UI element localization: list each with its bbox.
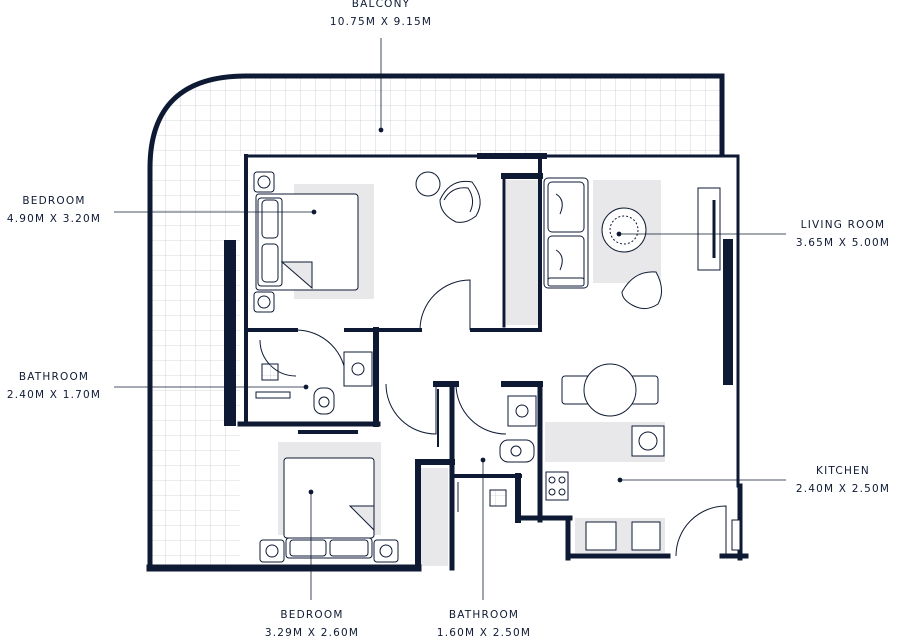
bed-top — [253, 171, 359, 313]
armchair-bedroom — [415, 171, 481, 223]
bathroom-left-fixtures — [255, 351, 373, 415]
armchair-living — [621, 271, 662, 310]
label-balcony-dims: 10.75M X 9.15M — [329, 16, 433, 28]
label-bathroom-bottom-dims: 1.60M X 2.50M — [436, 627, 532, 639]
label-bedroom-top-name: BEDROOM — [22, 195, 86, 207]
label-living-room-name: LIVING ROOM — [800, 219, 886, 231]
label-bedroom-top: BEDROOM 4.90M X 3.20M — [2, 192, 106, 228]
label-bedroom-top-dims: 4.90M X 3.20M — [6, 213, 102, 225]
balcony-railing — [147, 73, 725, 570]
label-bedroom-bottom-name: BEDROOM — [280, 609, 344, 621]
label-bathroom-bottom-name: BATHROOM — [448, 609, 520, 621]
coffee-table — [601, 207, 647, 253]
label-bedroom-bottom: BEDROOM 3.29M X 2.60M — [256, 606, 368, 642]
bed-bottom — [259, 457, 399, 563]
label-balcony: BALCONY 10.75M X 9.15M — [318, 0, 444, 31]
leader-lines — [114, 38, 786, 600]
balcony-floor — [150, 76, 722, 570]
walls — [146, 153, 749, 572]
sofa-living — [543, 177, 589, 289]
tv-unit — [697, 187, 721, 271]
label-bathroom-left-dims: 2.40M X 1.70M — [6, 389, 102, 401]
label-kitchen-name: KITCHEN — [816, 465, 870, 477]
label-bathroom-bottom: BATHROOM 1.60M X 2.50M — [428, 606, 540, 642]
label-living-room-dims: 3.65M X 5.00M — [795, 237, 891, 249]
label-kitchen-dims: 2.40M X 2.50M — [795, 483, 891, 495]
label-kitchen: KITCHEN 2.40M X 2.50M — [790, 462, 896, 498]
label-bathroom-left-name: BATHROOM — [18, 371, 90, 383]
kitchen-fixtures — [545, 425, 741, 551]
label-bedroom-bottom-dims: 3.29M X 2.60M — [264, 627, 360, 639]
label-bathroom-left: BATHROOM 2.40M X 1.70M — [2, 368, 106, 404]
label-living-room: LIVING ROOM 3.65M X 5.00M — [790, 216, 896, 252]
bathroom-center-fixtures — [457, 395, 537, 512]
dining-set — [561, 363, 659, 417]
label-balcony-name: BALCONY — [351, 0, 411, 10]
